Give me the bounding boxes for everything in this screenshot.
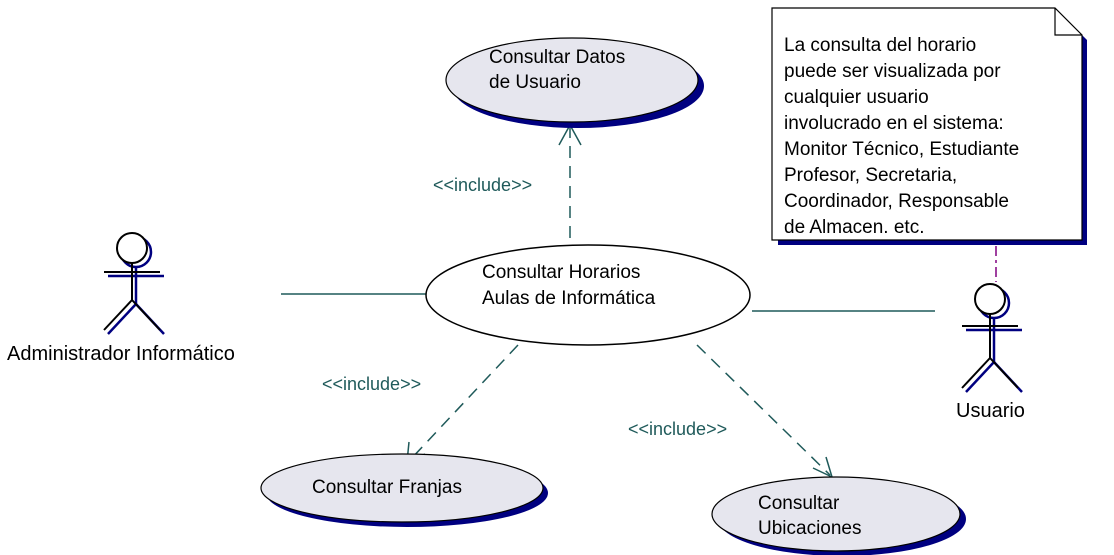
actor-administrador[interactable]: Administrador Informático — [7, 232, 235, 365]
note-line: cualquier usuario — [784, 87, 929, 108]
note-line: Coordinador, Responsable — [784, 191, 1009, 212]
use-case-consultar-franjas[interactable]: Consultar Franjas — [260, 453, 548, 527]
use-case-consultar-datos[interactable]: Consultar Datos de Usuario — [445, 37, 704, 128]
include-ubicaciones: <<include>> — [628, 344, 834, 479]
note-line: de Almacen. etc. — [784, 217, 924, 238]
note-line: Monitor Técnico, Estudiante — [784, 139, 1019, 160]
use-case-label: Consultar — [758, 493, 840, 514]
use-case-label: Aulas de Informática — [482, 288, 656, 309]
note-line: Profesor, Secretaria, — [784, 165, 957, 186]
use-case-ellipse — [425, 244, 751, 346]
note-line: La consulta del horario — [784, 35, 976, 56]
use-case-label: de Usuario — [489, 72, 581, 93]
include-label: <<include>> — [322, 374, 421, 394]
stick-figure-icon — [961, 283, 1019, 389]
include-line — [409, 344, 519, 461]
include-datos: <<include>> — [433, 123, 582, 238]
include-label: <<include>> — [433, 175, 532, 195]
include-line — [696, 344, 831, 476]
use-case-consultar-horarios[interactable]: Consultar Horarios Aulas de Informática — [425, 244, 751, 346]
use-case-ellipse — [445, 37, 699, 123]
use-case-label: Consultar Franjas — [312, 477, 462, 498]
use-case-consultar-ubicaciones[interactable]: Consultar Ubicaciones — [711, 476, 966, 555]
actor-label: Usuario — [956, 400, 1025, 422]
use-case-label: Consultar Horarios — [482, 262, 640, 283]
use-case-ellipse — [711, 476, 961, 552]
actor-label: Administrador Informático — [7, 343, 235, 365]
stick-figure-icon — [103, 232, 161, 331]
use-case-label: Ubicaciones — [758, 518, 862, 539]
include-franjas: <<include>> — [322, 344, 519, 464]
note-fold — [1054, 8, 1082, 36]
note-line: involucrado en el sistema: — [784, 113, 1004, 134]
use-case-label: Consultar Datos — [489, 47, 625, 68]
note-box — [771, 7, 1083, 241]
note: La consulta del horario puede ser visual… — [771, 7, 1087, 245]
include-label: <<include>> — [628, 419, 727, 439]
note-line: puede ser visualizada por — [784, 61, 1001, 82]
actor-usuario[interactable]: Usuario — [956, 283, 1025, 422]
use-case-ellipse — [260, 453, 544, 523]
